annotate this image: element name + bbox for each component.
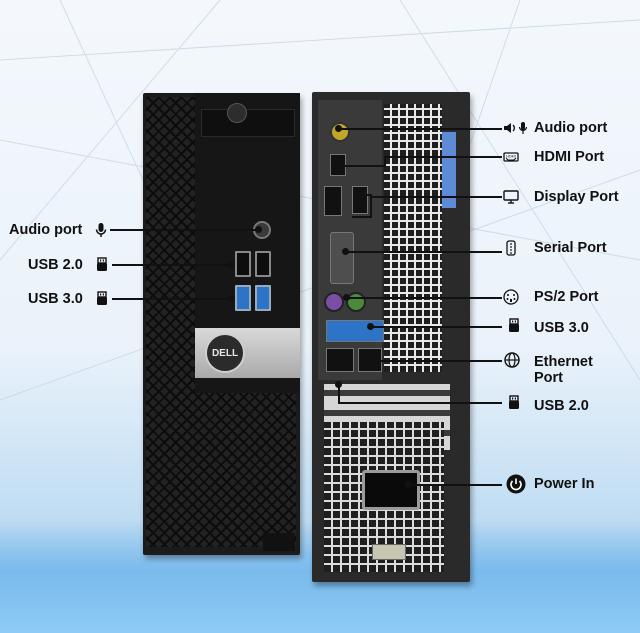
callout-dot xyxy=(373,357,380,364)
ps2-port-icon xyxy=(503,289,519,305)
callout-line xyxy=(378,360,502,362)
callout-line xyxy=(370,194,372,218)
callout-dot xyxy=(342,248,349,255)
callout-dot xyxy=(228,261,235,268)
monitor-icon xyxy=(503,189,519,205)
callout-dot xyxy=(331,162,338,169)
globe-icon xyxy=(504,352,520,368)
label-ps2: PS/2 Port xyxy=(534,289,599,305)
label-power-in: Power In xyxy=(534,476,595,492)
hdmi-icon: HDMI xyxy=(503,149,519,165)
callout-line xyxy=(338,402,502,404)
rear-usb3-ports xyxy=(326,320,384,342)
usb-icon xyxy=(94,291,110,307)
callout-line xyxy=(112,298,230,300)
power-socket xyxy=(362,470,420,510)
power-button xyxy=(227,103,247,123)
label-front-audio: Audio port xyxy=(9,222,83,238)
optical-drive-bay xyxy=(201,109,295,137)
tower-foot xyxy=(263,533,295,551)
rear-usb2-ports xyxy=(326,348,354,372)
callout-line xyxy=(372,326,502,328)
callout-line xyxy=(338,384,340,404)
speaker-microphone-icon xyxy=(503,120,533,136)
callout-dot xyxy=(228,295,235,302)
serial-connector xyxy=(330,232,354,284)
front-usb2-port xyxy=(235,251,251,277)
front-usb3-port xyxy=(255,285,271,311)
callout-line xyxy=(110,229,257,231)
callout-dot xyxy=(343,294,350,301)
usb-icon xyxy=(94,257,110,273)
label-display: Display Port xyxy=(534,189,619,205)
microphone-icon xyxy=(93,222,109,238)
callout-dot xyxy=(255,226,262,233)
label-front-usb3: USB 3.0 xyxy=(28,291,83,307)
front-usb2-port xyxy=(255,251,271,277)
callout-line xyxy=(352,216,372,218)
dell-badge: DELL xyxy=(195,328,300,378)
label-ethernet: Ethernet Port xyxy=(534,354,593,386)
usb-icon xyxy=(506,395,522,411)
label-front-usb2: USB 2.0 xyxy=(28,257,83,273)
callout-line xyxy=(384,156,502,158)
svg-text:HDMI: HDMI xyxy=(506,155,515,159)
callout-line xyxy=(384,156,386,166)
callout-line xyxy=(348,297,502,299)
ps2-keyboard-connector xyxy=(324,292,344,312)
power-icon xyxy=(506,474,526,494)
blue-release-tab xyxy=(442,132,456,208)
label-serial: Serial Port xyxy=(534,240,607,256)
callout-dot xyxy=(353,191,360,198)
callout-dot xyxy=(335,125,342,132)
callout-line xyxy=(347,251,502,253)
callout-dot xyxy=(367,323,374,330)
label-rear-usb2: USB 2.0 xyxy=(534,398,589,414)
callout-line xyxy=(410,484,502,486)
label-rear-audio: Audio port xyxy=(534,120,608,136)
callout-line xyxy=(112,264,230,266)
callout-line xyxy=(358,194,372,196)
label-hdmi: HDMI Port xyxy=(534,149,605,165)
callout-line xyxy=(340,128,502,130)
front-usb3-port xyxy=(235,285,251,311)
callout-line xyxy=(336,165,386,167)
callout-dot xyxy=(405,481,412,488)
psu-test-led xyxy=(372,544,406,560)
label-rear-usb3: USB 3.0 xyxy=(534,320,589,336)
callout-line xyxy=(370,196,502,198)
display-port-connector xyxy=(324,186,342,216)
serial-port-icon xyxy=(503,240,519,256)
front-tower: DELL xyxy=(143,93,300,555)
rear-vent-grille xyxy=(384,104,442,372)
usb-icon xyxy=(506,318,522,334)
dell-logo: DELL xyxy=(205,333,245,373)
